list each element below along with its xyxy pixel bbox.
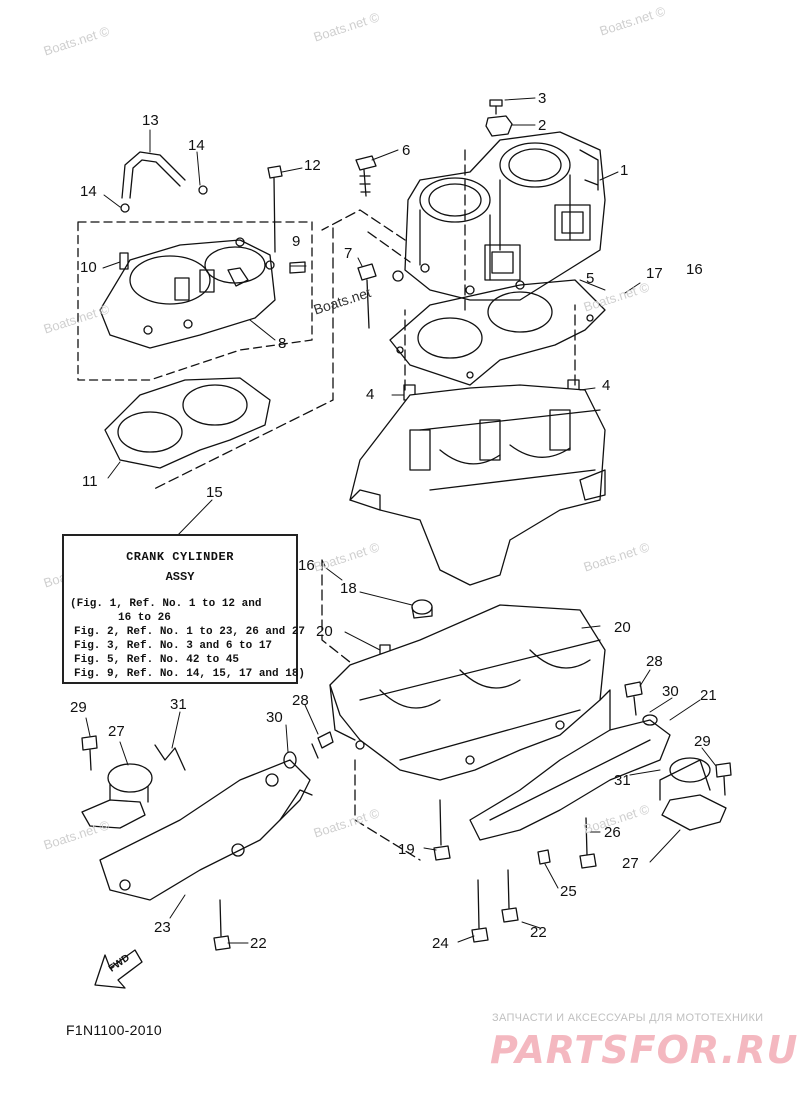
callout-29: 29 (694, 733, 711, 750)
callout-1: 1 (620, 162, 629, 179)
fitting-2 (485, 115, 513, 137)
bolt-22 (213, 869, 519, 951)
callout-24: 24 (432, 935, 449, 952)
callout-4: 4 (366, 386, 375, 403)
info-line: (Fig. 1, Ref. No. 1 to 12 and (70, 598, 262, 610)
bolt-3 (489, 99, 503, 115)
callout-9: 9 (292, 233, 301, 250)
callout-14: 14 (188, 137, 205, 154)
callout-14: 14 (80, 183, 97, 200)
callout-21: 21 (700, 687, 717, 704)
callout-29: 29 (70, 699, 87, 716)
callout-17: 17 (646, 265, 663, 282)
callout-27: 27 (108, 723, 125, 740)
callout-25: 25 (560, 883, 577, 900)
callout-22: 22 (530, 924, 547, 941)
engine-mount-27 (81, 744, 186, 829)
callout-28: 28 (646, 653, 663, 670)
info-line: Fig. 5, Ref. No. 42 to 45 (74, 654, 240, 666)
callout-16: 16 (298, 557, 315, 574)
clamp-14 (120, 185, 208, 213)
callout-16: 16 (686, 261, 703, 278)
callout-28: 28 (292, 692, 309, 709)
callout-12: 12 (304, 157, 321, 174)
fitting-9 (289, 261, 306, 274)
callout-10: 10 (80, 259, 97, 276)
bolt-12 (267, 165, 283, 253)
head-gasket-11 (104, 377, 271, 469)
drawing-code: F1N1100-2010 (66, 1022, 162, 1038)
callout-22: 22 (250, 935, 267, 952)
bolt-28-right (624, 681, 643, 716)
callout-20: 20 (614, 619, 631, 636)
bolt-7 (357, 263, 404, 329)
pin-10 (119, 252, 129, 270)
callout-19: 19 (398, 841, 415, 858)
bolt-19 (433, 799, 451, 861)
info-line: Fig. 2, Ref. No. 1 to 23, 26 and 27 (74, 626, 306, 638)
info-line: Fig. 9, Ref. No. 14, 15, 17 and 18) (74, 668, 306, 680)
callout-4: 4 (602, 377, 611, 394)
info-line: Fig. 3, Ref. No. 3 and 6 to 17 (74, 640, 273, 652)
head-cover-group (77, 221, 313, 381)
info-line: 16 to 26 (118, 612, 171, 624)
callout-3: 3 (538, 90, 547, 107)
callout-11: 11 (82, 473, 98, 490)
callout-13: 13 (142, 112, 159, 129)
bolt-28 (311, 731, 334, 759)
callout-6: 6 (402, 142, 411, 159)
callout-5: 5 (586, 270, 595, 287)
callout-15: 15 (206, 484, 223, 501)
callout-20: 20 (316, 623, 333, 640)
bolt-26 (579, 817, 597, 869)
callout-18: 18 (340, 580, 357, 597)
callout-30: 30 (266, 709, 283, 726)
callout-26: 26 (604, 824, 621, 841)
washer-30 (283, 714, 658, 769)
shop-tagline: ЗАПЧАСТИ И АКСЕССУАРЫ ДЛЯ МОТОТЕХНИКИ (492, 1012, 764, 1024)
fwd-arrow (94, 949, 143, 989)
bolt-25 (537, 849, 551, 865)
info-title: CRANK CYLINDER (126, 550, 234, 564)
engine-mount-bracket-21 (469, 689, 671, 841)
shop-logo: PARTSFOR.RU (490, 1028, 799, 1072)
cylinder-head-cover-8 (99, 237, 276, 349)
crankcase-lower (329, 604, 606, 781)
callout-23: 23 (154, 919, 171, 936)
callout-8: 8 (278, 335, 287, 352)
engine-mount-bracket-23 (99, 759, 313, 901)
callout-30: 30 (662, 683, 679, 700)
hose-13 (121, 151, 186, 199)
callout-31: 31 (170, 696, 187, 713)
cylinder-gasket-5 (389, 279, 606, 386)
bushing-18 (411, 599, 433, 619)
bolt-24 (471, 879, 489, 943)
bolt-29 (81, 735, 732, 796)
callout-31: 31 (614, 772, 631, 789)
callout-27: 27 (622, 855, 639, 872)
bolt-6 (355, 155, 377, 197)
crankcase-upper (349, 384, 606, 586)
info-subtitle: ASSY (165, 570, 195, 584)
callout-2: 2 (538, 117, 547, 134)
assembly-info-box: CRANK CYLINDER ASSY (Fig. 1, Ref. No. 1 … (62, 534, 305, 684)
cylinder-block (404, 131, 606, 301)
callout-7: 7 (344, 245, 353, 262)
engine-mount-27-right (659, 757, 727, 831)
